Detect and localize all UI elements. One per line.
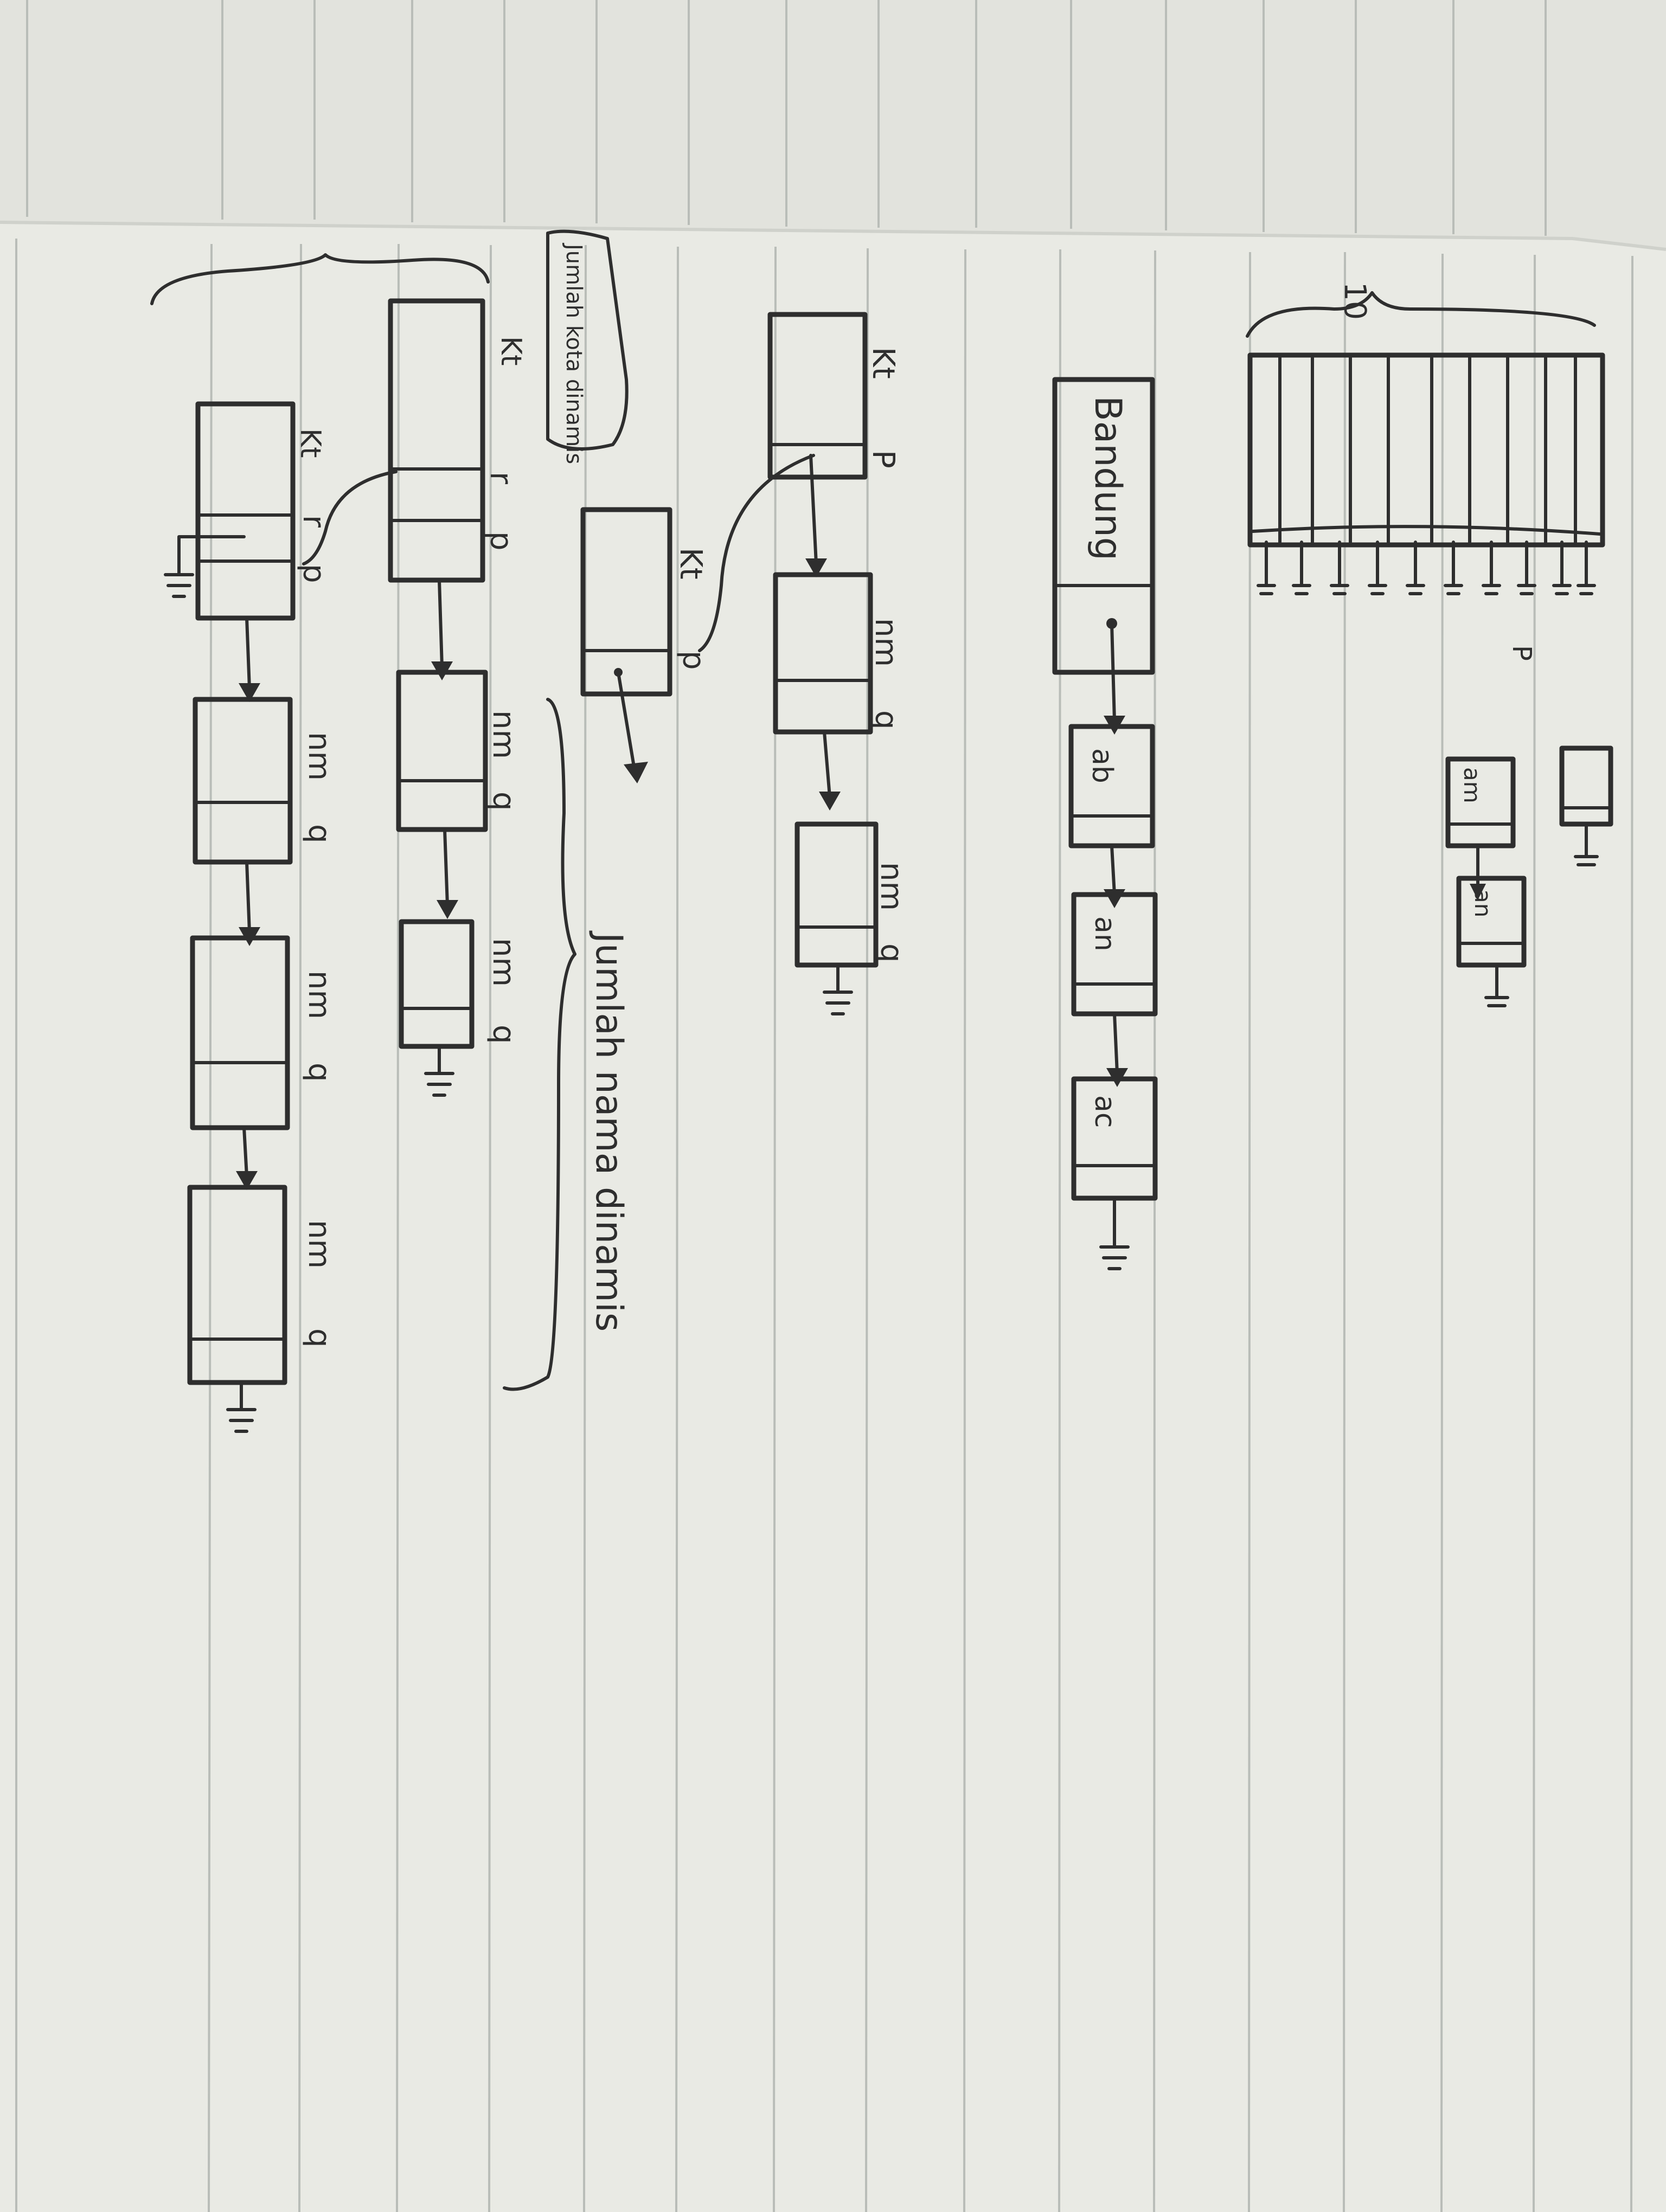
list-three-right-brace (503, 698, 576, 1391)
list-three-brace-note: Jumlah nama dinamis (587, 930, 630, 1332)
name-node-an-label: an (1088, 916, 1121, 951)
list-three-label-nm-2: nm (486, 938, 521, 987)
list-four-label-nm-1: nm (302, 732, 337, 781)
array-null-markers (1257, 541, 1596, 595)
list-four-label-p: p (296, 564, 331, 583)
ruled-lines (15, 0, 1633, 2212)
list-two-label-kt: Kt (673, 548, 708, 580)
list-two: Kt p (580, 454, 815, 783)
chain-node-an-label: an (1470, 889, 1496, 917)
list-three-label-nm-1: nm (486, 710, 521, 759)
page-fold (0, 221, 1666, 251)
array-sketch: 10 P (1246, 282, 1613, 1007)
array-small-chain: am an (1445, 756, 1527, 1007)
name-node-ac-label: ac (1088, 1095, 1121, 1128)
list-three-label-r: r (483, 472, 518, 485)
list-three-label-p: p (483, 531, 518, 551)
previous-page-strip (0, 0, 1666, 249)
list-three-head (388, 298, 485, 583)
list-one-label-q-1: q (868, 710, 904, 730)
chain-node-am-label: am (1459, 767, 1485, 803)
city-node (1052, 377, 1155, 675)
list-four-label-q-2: q (302, 1063, 337, 1082)
list-three-label-kt: Kt (495, 336, 527, 366)
list-four: Kt r p nm q nm q nm q (164, 401, 398, 1433)
chain-node-an (1456, 876, 1527, 968)
list-one-label-nm-1: nm (868, 618, 904, 667)
list-four-node-1 (193, 697, 293, 865)
array-outline (1247, 352, 1605, 548)
list-three-node-2 (399, 919, 475, 1049)
list-four-label-nm-3: nm (302, 1220, 337, 1269)
list-four-node-3 (187, 1185, 287, 1385)
chain-node-am (1445, 756, 1516, 848)
list-two-link (698, 454, 815, 652)
list-three: Jumlah kota dinamis Kt r p nm q nm q Jum… (150, 229, 630, 1391)
list-one-label-nm-2: nm (874, 862, 909, 911)
list-four-node-2 (190, 935, 290, 1130)
array-size-label: 10 (1338, 282, 1373, 320)
list-four-label-nm-2: nm (302, 970, 337, 1019)
array-cells (1251, 356, 1601, 544)
list-three-node-1 (396, 670, 488, 832)
array-pointer-label: P (1507, 645, 1537, 661)
list-three-top-brace (150, 253, 490, 305)
list-four-label-kt: Kt (294, 428, 326, 458)
list-four-label-q-1: q (302, 824, 337, 844)
list-two-label-p: p (676, 651, 711, 670)
list-one-label-q-2: q (874, 943, 909, 963)
list-one-head (767, 312, 868, 480)
name-node-ab-label: ab (1086, 748, 1118, 783)
list-three-label-q-2: q (486, 1025, 521, 1044)
list-two-node (580, 507, 672, 697)
list-one-label-kt: Kt (866, 347, 901, 379)
city-list: Bandung ab an ac (1052, 377, 1158, 1270)
city-node-label: Bandung (1086, 396, 1129, 561)
list-four-null-r (164, 535, 246, 598)
callout-bubble (546, 229, 629, 451)
list-one: Kt P nm q nm q (767, 312, 909, 1015)
list-one-label-p: P (866, 450, 901, 468)
list-four-link-r (302, 470, 398, 565)
list-four-label-q-3: q (302, 1328, 337, 1348)
callout-text: Jumlah kota dinamis (561, 242, 586, 464)
array-size-brace (1246, 291, 1596, 338)
list-three-label-q-1: q (486, 792, 521, 811)
